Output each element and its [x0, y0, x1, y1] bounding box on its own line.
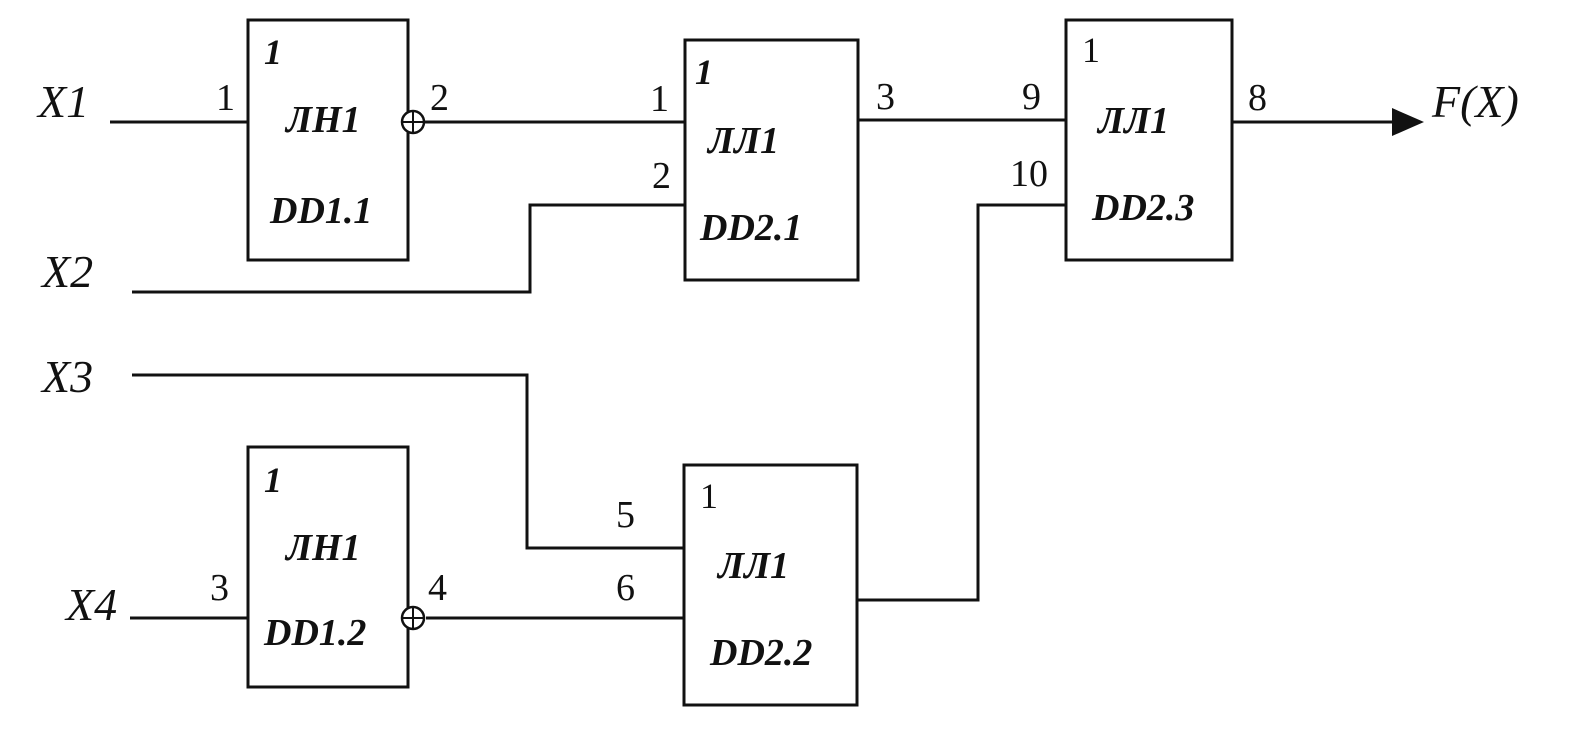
gate-dd2-3-ref: DD2.3 — [1091, 187, 1194, 229]
gate-dd2-2: 1 ЛЛ1 DD2.2 5 6 — [616, 463, 859, 707]
wire-x2 — [132, 203, 685, 294]
gate-dd2-3: 1 ЛЛ1 DD2.3 9 10 8 — [1010, 18, 1267, 262]
gate-dd2-3-pin-in-b: 10 — [1010, 153, 1048, 195]
gate-dd2-3-function: ЛЛ1 — [1096, 100, 1169, 142]
gate-dd2-1-pin-in-b: 2 — [652, 155, 671, 197]
gate-dd1-1-function: ЛН1 — [284, 99, 361, 141]
gate-dd1-2-function: ЛН1 — [284, 527, 361, 569]
gate-dd1-2-pin-out: 4 — [428, 567, 447, 609]
gate-dd2-2-function: ЛЛ1 — [716, 545, 789, 587]
gate-dd2-1-function: ЛЛ1 — [706, 120, 779, 162]
gate-dd1-2: 1 ЛН1 DD1.2 3 4 — [210, 445, 447, 689]
gate-dd2-2-symbol: 1 — [700, 476, 718, 516]
wire-x3 — [132, 373, 684, 550]
gate-dd2-1-body — [683, 38, 860, 282]
gate-dd2-1: 1 ЛЛ1 DD2.1 1 2 3 — [650, 38, 895, 282]
input-x4-label: X4 — [64, 579, 117, 630]
input-x2-label: X2 — [40, 246, 93, 297]
gate-dd1-1-ref: DD1.1 — [269, 190, 372, 232]
output-arrow-icon — [1392, 108, 1424, 136]
gate-dd1-1-symbol: 1 — [264, 32, 282, 72]
gate-dd1-1: 1 ЛН1 DD1.1 1 2 — [216, 18, 449, 262]
gate-dd2-3-pin-in-a: 9 — [1022, 76, 1041, 118]
input-x3-label: X3 — [40, 351, 93, 402]
gate-dd2-2-pin-in-b: 6 — [616, 567, 635, 609]
gate-dd2-1-ref: DD2.1 — [699, 207, 802, 249]
gate-dd1-1-pin-in: 1 — [216, 77, 235, 119]
gate-dd1-2-pin-in: 3 — [210, 567, 229, 609]
gate-dd1-1-body — [246, 18, 410, 262]
gate-dd1-2-symbol: 1 — [264, 460, 282, 500]
gate-dd2-2-body — [682, 463, 859, 707]
gate-dd2-3-pin-out: 8 — [1248, 77, 1267, 119]
gate-dd2-2-ref: DD2.2 — [709, 632, 812, 674]
gate-dd1-2-ref: DD1.2 — [263, 612, 366, 654]
input-x1-label: X1 — [36, 76, 89, 127]
gate-dd2-1-pin-in-a: 1 — [650, 78, 669, 120]
gate-dd1-1-pin-out: 2 — [430, 77, 449, 119]
gate-dd2-3-symbol: 1 — [1082, 30, 1100, 70]
output-label: F(X) — [1431, 76, 1519, 127]
gate-dd2-1-pin-out: 3 — [876, 76, 895, 118]
gate-dd2-3-body — [1064, 18, 1234, 262]
gate-dd2-1-symbol: 1 — [695, 52, 713, 92]
gate-dd1-2-body — [246, 445, 410, 689]
wire-dd2-2-to-dd2-3 — [858, 203, 1066, 602]
gate-dd2-2-pin-in-a: 5 — [616, 494, 635, 536]
